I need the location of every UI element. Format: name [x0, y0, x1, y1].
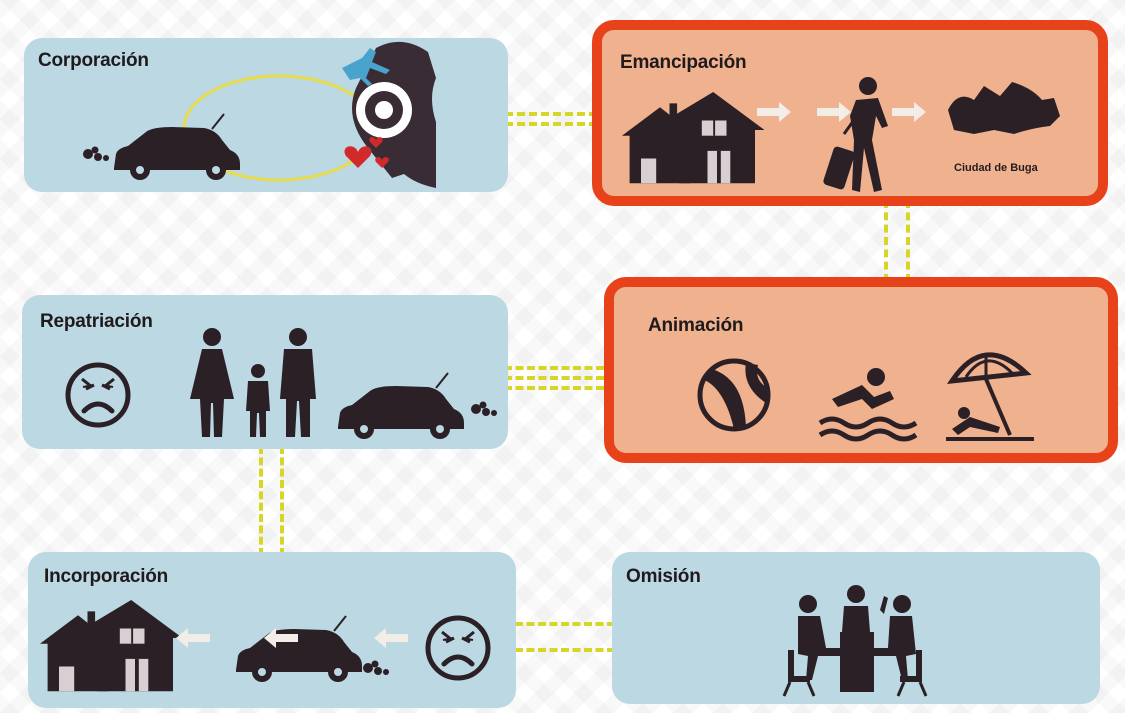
omision-illustration — [782, 585, 928, 697]
meeting-icon — [782, 585, 928, 697]
beach-umbrella-icon — [946, 352, 1034, 441]
corporacion-box: Corporación — [24, 38, 508, 192]
connector-repatriacion-incorporacion-left — [259, 446, 263, 556]
repatriacion-box: Repatriación — [22, 295, 508, 449]
city-map-icon — [948, 82, 1060, 134]
omision-title: Omisión — [626, 566, 701, 587]
arrow-left-icon — [374, 628, 408, 648]
repatriacion-title: Repatriación — [40, 311, 153, 332]
exhaust-icon — [83, 146, 109, 161]
car-icon — [235, 615, 363, 683]
beach-ball-icon — [697, 358, 771, 432]
connector-incorporacion-omision-bottom — [515, 648, 615, 652]
heart-icon — [344, 137, 389, 168]
corporacion-illustration — [83, 41, 436, 188]
exhaust-icon — [363, 660, 389, 675]
incorporacion-box: Incorporación — [28, 552, 516, 708]
omision-box: Omisión — [612, 552, 1100, 704]
car-icon — [113, 113, 241, 181]
connector-incorporacion-omision-top — [515, 622, 615, 626]
family-icon — [190, 328, 316, 437]
arrow-right-icon — [817, 102, 851, 122]
connector-corporacion-emancipacion-bottom — [505, 122, 597, 126]
connector-repatriacion-animacion-1 — [504, 366, 604, 370]
connector-emancipacion-animacion-left — [884, 200, 888, 282]
traveler-icon — [823, 77, 888, 192]
emancipacion-box: Emancipación Ciudad de Buga — [592, 20, 1108, 206]
arrow-right-icon — [892, 102, 926, 122]
car-icon — [337, 372, 465, 440]
swimmer-icon — [818, 368, 918, 442]
arrow-left-icon — [176, 628, 210, 648]
incorporacion-title: Incorporación — [44, 566, 169, 587]
repatriacion-illustration — [22, 328, 497, 440]
corporacion-title: Corporación — [38, 50, 149, 71]
sad-face-icon — [68, 365, 128, 425]
connector-emancipacion-animacion-right — [906, 200, 910, 282]
target-map-icon — [352, 41, 436, 188]
animacion-illustration — [697, 352, 1034, 442]
connector-repatriacion-animacion-3 — [504, 386, 604, 390]
connector-corporacion-emancipacion-top — [505, 112, 597, 116]
exhaust-icon — [471, 401, 497, 416]
emancipacion-illustration — [621, 77, 1060, 192]
incorporacion-illustration — [39, 599, 516, 693]
airplane-icon — [342, 48, 390, 86]
connector-repatriacion-animacion-2 — [504, 376, 604, 380]
animacion-title: Animación — [648, 315, 744, 336]
connector-repatriacion-incorporacion-right — [280, 446, 284, 556]
arrow-right-icon — [757, 102, 791, 122]
house-icon — [621, 91, 766, 185]
house-icon — [39, 599, 184, 693]
city-label: Ciudad de Buga — [954, 162, 1038, 174]
animacion-box: Animación — [604, 277, 1118, 463]
sad-face-icon — [428, 618, 488, 678]
emancipacion-title: Emancipación — [620, 52, 747, 73]
